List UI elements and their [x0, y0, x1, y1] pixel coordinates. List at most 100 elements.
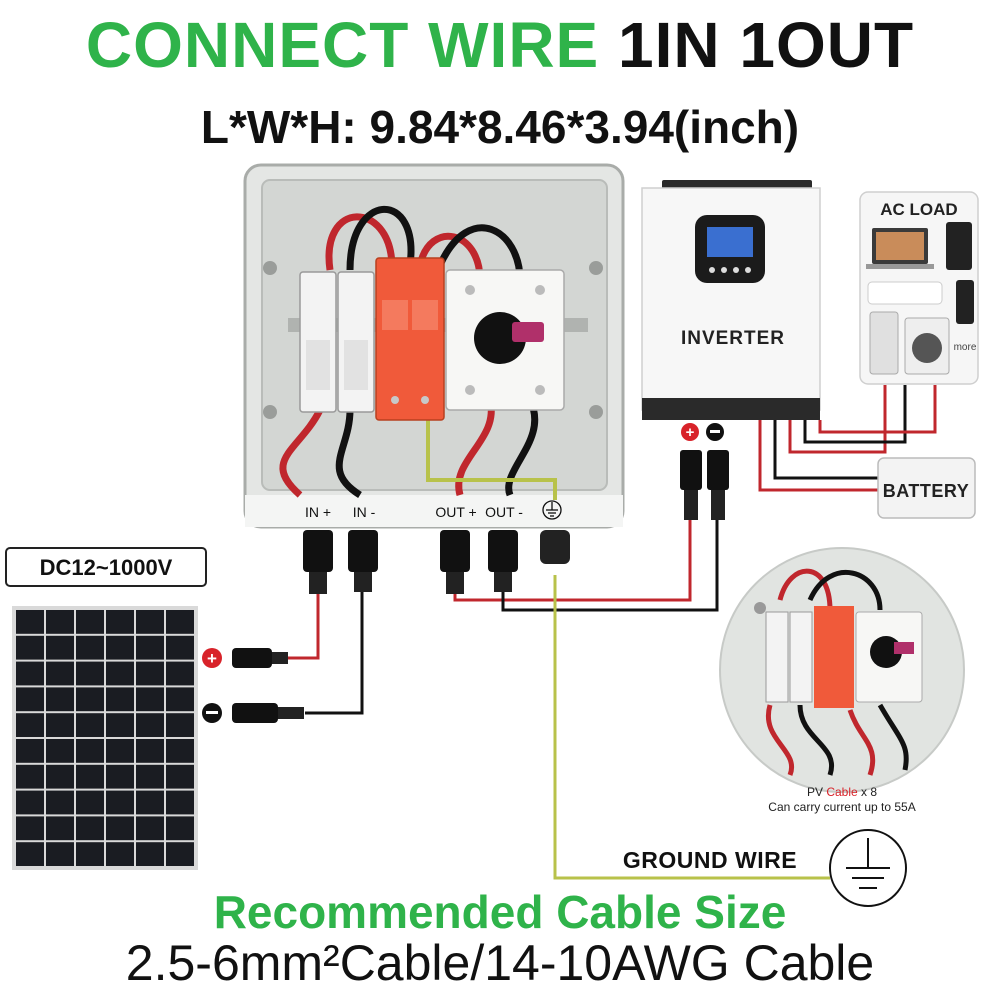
wire-ac-n	[803, 385, 907, 444]
solar-cell	[106, 790, 134, 815]
solar-cell	[46, 816, 74, 841]
inset-fuse-holder	[765, 611, 789, 703]
mc4-connector-tail	[446, 572, 464, 594]
solar-cell	[76, 790, 104, 815]
caption-suffix: x 8	[858, 785, 878, 799]
positive-terminal-icon	[681, 423, 699, 441]
solar-cell	[46, 635, 74, 660]
spd-terminal	[391, 396, 399, 404]
solar-cell	[166, 635, 194, 660]
page-title: CONNECT WIRE 1IN 1OUT	[0, 8, 1000, 82]
solar-cell	[106, 661, 134, 686]
solar-cell	[166, 661, 194, 686]
wire-solar-positive	[285, 592, 320, 660]
title-black: 1IN 1OUT	[618, 9, 915, 81]
screw-icon	[263, 405, 277, 419]
wire-out-negative	[501, 520, 719, 612]
solar-cell	[106, 842, 134, 866]
solar-cell	[136, 713, 164, 737]
inverter: INVERTER +	[641, 180, 821, 520]
solar-cell	[16, 739, 44, 763]
mc4-connector-out-positive	[440, 530, 470, 572]
solar-cell	[76, 842, 104, 866]
solar-cell	[16, 687, 44, 712]
mc4-connector-tail	[684, 490, 698, 520]
fuse-window	[306, 340, 330, 390]
inverter-button-icon	[733, 267, 739, 273]
positive-terminal-icon	[202, 648, 222, 668]
solar-cell	[16, 661, 44, 686]
solar-cell	[106, 764, 134, 789]
solar-cell	[46, 739, 74, 763]
box-label-strip	[245, 495, 623, 527]
caption-prefix: PV	[807, 785, 826, 799]
isolator-terminal	[535, 385, 545, 395]
inverter-mc4-positive	[680, 450, 702, 490]
dimensions-text: L*W*H: 9.84*8.46*3.94(inch)	[200, 101, 800, 153]
solar-cell	[136, 635, 164, 660]
combiner-box: IN + IN - OUT + OUT -	[243, 163, 625, 529]
mc4-connector-tail	[354, 572, 372, 592]
solar-cell	[166, 739, 194, 763]
inverter-button-icon	[721, 267, 727, 273]
ground-icon	[829, 829, 907, 907]
solar-cell	[166, 713, 194, 737]
solar-cell	[46, 687, 74, 712]
inset-wire-red	[777, 568, 833, 611]
solar-cell	[16, 764, 44, 789]
wire-battery-positive	[758, 420, 878, 492]
spd-module	[382, 300, 408, 330]
fuse-window	[344, 340, 368, 390]
inverter-button-icon	[709, 267, 715, 273]
solar-cell	[16, 790, 44, 815]
isolator-terminal	[465, 285, 475, 295]
mc4-connector-in-negative	[348, 530, 378, 572]
caption-highlight: Cable	[826, 785, 858, 799]
solar-cell	[106, 739, 134, 763]
solar-cell	[16, 816, 44, 841]
mc4-connector-in-positive	[303, 530, 333, 572]
solar-cell	[106, 610, 134, 634]
solar-cell	[136, 610, 164, 634]
solar-cell	[136, 842, 164, 866]
ground-wire-label: GROUND WIRE	[623, 847, 797, 873]
port-label-in-positive: IN +	[305, 504, 331, 520]
solar-cell	[46, 764, 74, 789]
solar-cell	[136, 816, 164, 841]
internal-wire-black	[346, 205, 415, 271]
surge-protector	[375, 257, 445, 421]
screw-icon	[589, 405, 603, 419]
solar-cell	[166, 842, 194, 866]
voltage-badge	[5, 547, 207, 587]
recommended-cable-heading: Recommended Cable Size	[213, 886, 787, 938]
wire-battery-negative	[773, 420, 878, 480]
solar-cell	[76, 687, 104, 712]
isolator-terminal	[535, 285, 545, 295]
ac-load-label: AC LOAD	[880, 200, 957, 219]
solar-cell	[136, 790, 164, 815]
spd-terminal	[421, 396, 429, 404]
solar-cell	[166, 816, 194, 841]
inset-wire-black	[877, 703, 909, 771]
inverter-lcd	[707, 227, 753, 257]
internal-wire-red	[416, 232, 484, 281]
screw-icon	[754, 602, 766, 614]
internal-wire-red	[455, 399, 495, 496]
inset-fuse-holder	[789, 611, 813, 703]
solar-cell	[106, 816, 134, 841]
inset-wire-black	[807, 569, 883, 611]
title-green: CONNECT WIRE	[85, 9, 600, 81]
laptop-base	[866, 264, 934, 269]
phone-icon	[956, 280, 974, 324]
inset-isolator-lock	[894, 642, 914, 654]
inverter-mc4-negative	[707, 450, 729, 490]
more-label: more	[954, 342, 977, 353]
positive-sign: +	[207, 649, 217, 668]
ground-symbol-icon	[542, 500, 562, 520]
wire-ground	[553, 575, 830, 880]
solar-cell	[46, 610, 74, 634]
wire-solar-negative	[305, 590, 364, 715]
internal-wire-black	[436, 224, 524, 281]
port-label-in-negative: IN -	[353, 504, 376, 520]
